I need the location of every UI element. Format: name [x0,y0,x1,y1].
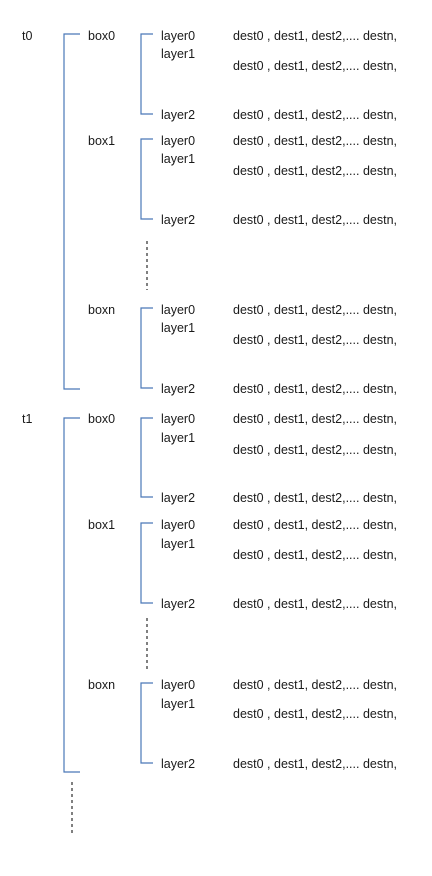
layer-label: layer1 [161,321,196,335]
time-step-label: t0 [22,29,33,43]
destination-list: dest0 , dest1, dest2,.... destn, [233,412,397,426]
destination-list: dest0 , dest1, dest2,.... destn, [233,333,397,347]
layer-label: layer1 [161,47,196,61]
layer-label: layer1 [161,431,196,445]
layer-label: layer2 [161,108,196,122]
layer-label: layer0 [161,303,196,317]
layer-label: layer2 [161,382,196,396]
layer-label: layer0 [161,29,196,43]
destination-list: dest0 , dest1, dest2,.... destn, [233,597,397,611]
box-bracket [140,33,153,115]
layer-label: layer0 [161,134,196,148]
box-bracket [140,522,153,604]
destination-list: dest0 , dest1, dest2,.... destn, [233,707,397,721]
box-label: boxn [88,303,116,317]
layer-label: layer1 [161,697,196,711]
time-step-bracket [63,417,80,773]
box-bracket [140,138,153,220]
destination-list: dest0 , dest1, dest2,.... destn, [233,491,397,505]
destination-list: dest0 , dest1, dest2,.... destn, [233,29,397,43]
destination-list: dest0 , dest1, dest2,.... destn, [233,548,397,562]
destination-list: dest0 , dest1, dest2,.... destn, [233,213,397,227]
destination-list: dest0 , dest1, dest2,.... destn, [233,443,397,457]
box-label: box0 [88,412,116,426]
layer-label: layer2 [161,491,196,505]
box-label: box1 [88,134,116,148]
layer-label: layer2 [161,213,196,227]
layer-label: layer0 [161,412,196,426]
destination-list: dest0 , dest1, dest2,.... destn, [233,303,397,317]
layer-label: layer0 [161,678,196,692]
layer-label: layer2 [161,597,196,611]
box-label: boxn [88,678,116,692]
time-step-bracket [63,33,80,390]
box-label: box0 [88,29,116,43]
destination-list: dest0 , dest1, dest2,.... destn, [233,678,397,692]
destination-list: dest0 , dest1, dest2,.... destn, [233,108,397,122]
destination-list: dest0 , dest1, dest2,.... destn, [233,134,397,148]
destination-list: dest0 , dest1, dest2,.... destn, [233,382,397,396]
box-bracket [140,417,153,498]
destination-list: dest0 , dest1, dest2,.... destn, [233,518,397,532]
layer-label: layer2 [161,757,196,771]
box-bracket [140,682,153,764]
layer-label: layer0 [161,518,196,532]
layer-label: layer1 [161,152,196,166]
time-step-label: t1 [22,412,33,426]
destination-list: dest0 , dest1, dest2,.... destn, [233,59,397,73]
layer-label: layer1 [161,537,196,551]
box-label: box1 [88,518,116,532]
destination-list: dest0 , dest1, dest2,.... destn, [233,757,397,771]
destination-list: dest0 , dest1, dest2,.... destn, [233,164,397,178]
box-bracket [140,307,153,389]
